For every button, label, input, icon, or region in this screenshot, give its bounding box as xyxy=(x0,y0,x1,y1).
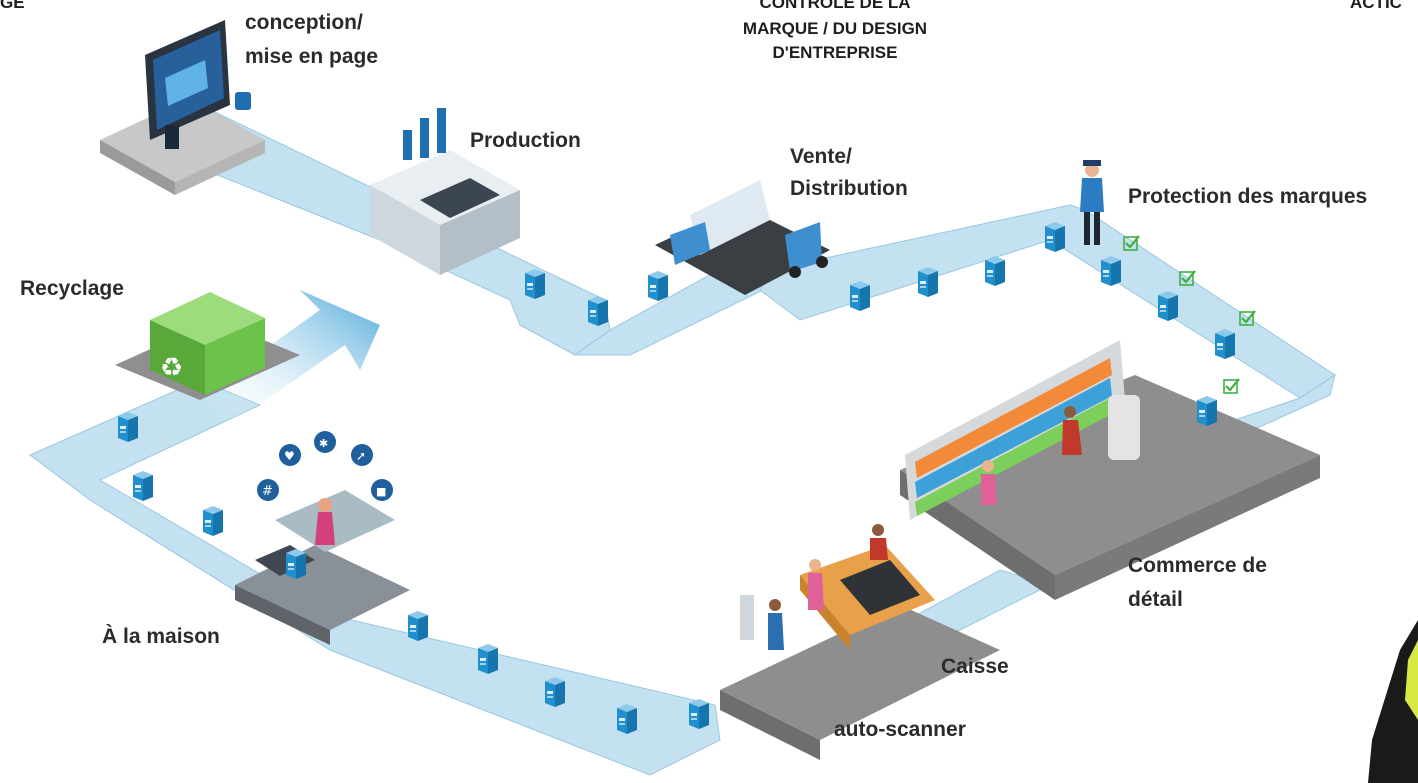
header-brand-control-line1: CONTRÔLE DE LA xyxy=(759,0,911,12)
checkmark-icon xyxy=(1222,377,1241,395)
package-icon xyxy=(1101,256,1121,286)
heart-icon xyxy=(279,444,301,466)
label-self-scan: auto-scanner xyxy=(834,718,966,741)
checkout-area xyxy=(720,524,1000,760)
cat-icon xyxy=(314,431,336,453)
mug-icon xyxy=(235,92,251,110)
hashtag-icon xyxy=(257,479,279,501)
retail-store xyxy=(900,340,1320,600)
package-icon xyxy=(1215,329,1235,359)
label-home: À la maison xyxy=(102,625,220,648)
label-design-line1: conception/ xyxy=(245,11,363,34)
package-icon xyxy=(617,704,637,734)
recycle-icon: ♻ xyxy=(160,353,183,383)
package-icon xyxy=(525,269,545,299)
package-icon xyxy=(478,644,498,674)
header-left-cut: GE xyxy=(0,0,25,12)
package-icon xyxy=(689,699,709,729)
package-icon xyxy=(1158,291,1178,321)
social-icons: # ♥ ✱ ➚ ■ xyxy=(257,431,393,501)
svg-text:✱: ✱ xyxy=(319,437,328,450)
svg-text:■: ■ xyxy=(376,485,386,498)
package-icon xyxy=(588,296,608,326)
label-recycling: Recyclage xyxy=(20,277,124,300)
label-production: Production xyxy=(470,129,581,152)
package-icon xyxy=(918,267,938,297)
header-brand-control-line2: MARQUE / DU DESIGN xyxy=(742,19,928,38)
label-retail-line2: détail xyxy=(1128,588,1183,611)
label-checkout: Caisse xyxy=(941,655,1009,678)
label-design-line2: mise en page xyxy=(245,45,379,68)
production-factory xyxy=(370,108,520,275)
label-brand-protection: Protection des marques xyxy=(1128,185,1368,208)
recycling-building: ♻ xyxy=(115,292,300,400)
svg-text:#: # xyxy=(262,484,273,499)
svg-text:➚: ➚ xyxy=(356,449,366,463)
inspector xyxy=(1080,160,1104,245)
label-sales-line2: Distribution xyxy=(790,177,908,200)
label-retail-line1: Commerce de xyxy=(1128,554,1267,577)
package-icon xyxy=(1197,396,1217,426)
package-icon xyxy=(648,271,668,301)
header-right-cut: ACTIC xyxy=(1350,0,1402,12)
label-sales-line1: Vente/ xyxy=(790,145,852,168)
package-icon xyxy=(118,412,138,442)
package-icon xyxy=(1045,222,1065,252)
worker-figure-partial xyxy=(1368,620,1418,783)
chat-icon xyxy=(371,479,393,501)
svg-text:♥: ♥ xyxy=(284,449,295,463)
package-icon xyxy=(133,471,153,501)
package-icon xyxy=(203,506,223,536)
header-brand-control-line3: D'ENTREPRISE xyxy=(772,43,898,62)
share-icon xyxy=(351,444,373,466)
package-icon xyxy=(286,549,306,579)
distribution-truck xyxy=(655,180,830,295)
package-icon xyxy=(408,611,428,641)
package-icon xyxy=(850,281,870,311)
home-scene xyxy=(235,490,410,645)
package-icon xyxy=(985,256,1005,286)
package-icon xyxy=(545,677,565,707)
design-workstation xyxy=(100,20,265,195)
